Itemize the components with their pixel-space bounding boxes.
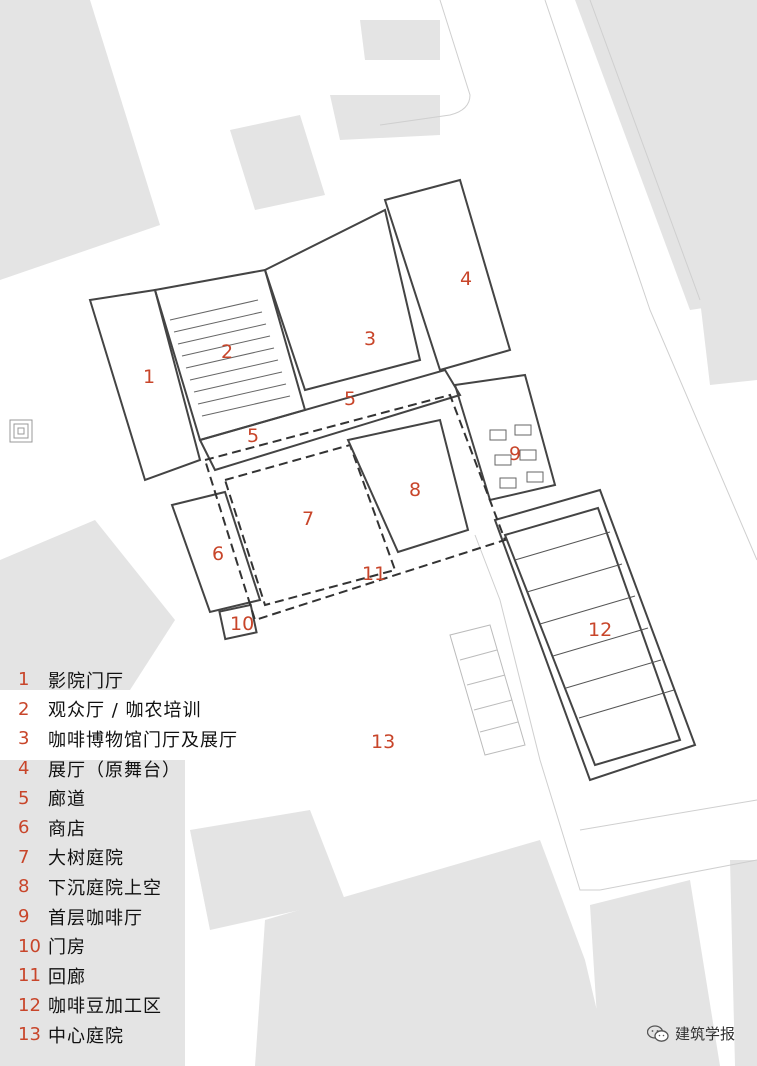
legend-item: 8 下沉庭院上空 [18,872,318,902]
legend-item: 4 展厅（原舞台） [18,754,318,784]
plan-label-5a: 5 [247,425,259,447]
plan-label-8: 8 [409,479,421,501]
legend-text: 下沉庭院上空 [48,877,162,899]
legend-number: 7 [18,846,30,868]
legend-text: 门房 [48,937,86,959]
legend-item: 2 观众厅 / 咖农培训 [18,695,318,725]
legend-number: 6 [18,817,30,839]
plan-label-2: 2 [221,341,233,363]
legend-item: 11 回廊 [18,961,318,991]
legend-item: 1 影院门厅 [18,665,318,695]
plan-label-10: 10 [230,613,254,635]
plan-label-7: 7 [302,508,314,530]
site-marker-icon [9,419,33,443]
legend-number: 2 [18,698,30,720]
legend-item: 3 咖啡博物馆门厅及展厅 [18,724,318,754]
plan-label-12: 12 [588,619,612,641]
legend-number: 13 [18,1024,41,1046]
legend-text: 回廊 [48,966,86,988]
legend-item: 5 廊道 [18,783,318,813]
legend-text: 咖啡博物馆门厅及展厅 [48,729,238,751]
legend-number: 12 [18,994,41,1016]
parking-bays [449,624,526,756]
legend-text: 大树庭院 [48,848,124,870]
legend-number: 5 [18,787,30,809]
legend-item: 9 首层咖啡厅 [18,902,318,932]
legend-item: 12 咖啡豆加工区 [18,991,318,1021]
street-lines [379,0,757,891]
legend-item: 10 门房 [18,931,318,961]
plan-label-3: 3 [364,328,376,350]
legend-text: 展厅（原舞台） [48,759,181,781]
legend-number: 10 [18,935,41,957]
plan-label-11: 11 [362,563,386,585]
legend-text: 观众厅 / 咖农培训 [48,700,202,722]
legend: 1 影院门厅 2 观众厅 / 咖农培训 3 咖啡博物馆门厅及展厅 4 展厅（原舞台） 5… [18,665,318,1050]
legend-text: 廊道 [48,789,86,811]
sunken-court [346,418,470,554]
building-outline [88,178,697,782]
watermark: 建筑学报 [646,1023,735,1044]
legend-text: 咖啡豆加工区 [48,996,162,1018]
legend-number: 3 [18,728,30,750]
legend-text: 商店 [48,818,86,840]
legend-number: 8 [18,876,30,898]
wechat-icon [646,1024,669,1042]
plan-label-5b: 5 [344,388,356,410]
roasting-bays [514,531,675,719]
legend-item: 6 商店 [18,813,318,843]
legend-number: 4 [18,758,30,780]
plan-label-6: 6 [212,543,224,565]
legend-number: 11 [18,965,41,987]
legend-text: 中心庭院 [48,1025,124,1047]
seating [169,299,291,417]
legend-item: 7 大树庭院 [18,843,318,873]
cloister [203,393,507,622]
plan-label-4: 4 [460,268,472,290]
legend-number: 1 [18,669,30,691]
cafe-tables [489,424,544,489]
watermark-text: 建筑学报 [674,1025,735,1043]
plan-label-9: 9 [509,443,521,465]
legend-number: 9 [18,906,30,928]
legend-item: 13 中心庭院 [18,1020,318,1050]
legend-text: 首层咖啡厅 [48,907,143,929]
legend-text: 影院门厅 [48,670,124,692]
plan-label-13: 13 [371,731,395,753]
plan-label-1: 1 [143,366,155,388]
